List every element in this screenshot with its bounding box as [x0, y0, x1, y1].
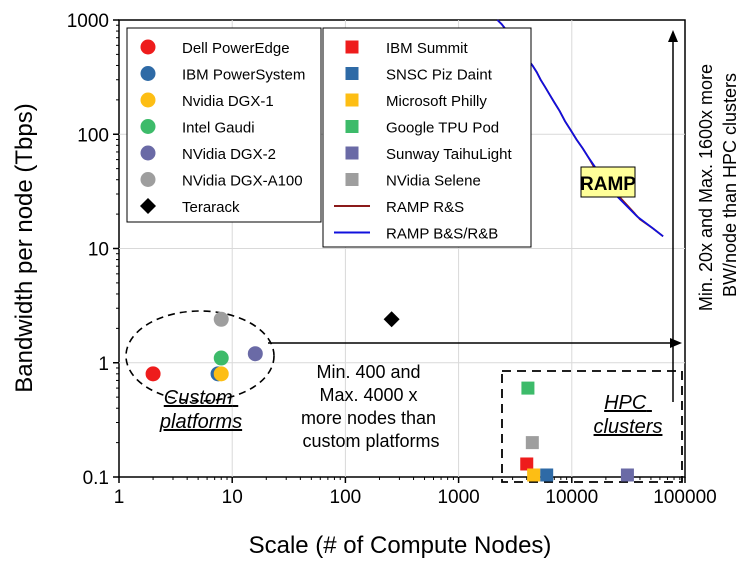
bw-note-line-2: BW/node than HPC clusters	[720, 73, 740, 297]
x-tick-label: 100	[330, 487, 362, 508]
legend-item-ramp-b-s-r-b: RAMP B&S/R&B	[334, 226, 498, 243]
nodes-note-line-2: Max. 4000 x	[319, 385, 417, 405]
point-google-tpu-pod	[521, 381, 535, 395]
hpc-clusters-box	[501, 370, 683, 483]
legend-swatch-nvidia-dgx-1	[140, 92, 156, 108]
y-tick-label: 100	[77, 125, 109, 146]
custom-line-2: platforms	[159, 411, 242, 433]
legend-label-google-tpu-pod: Google TPU Pod	[386, 120, 499, 137]
legend-item-nvidia-dgx-1: Nvidia DGX-1	[140, 92, 274, 110]
x-tick-label: 100000	[653, 487, 716, 508]
legend-label-nvidia-selene: NVidia Selene	[386, 173, 481, 190]
legend-item-dell-poweredge: Dell PowerEdge	[140, 39, 290, 57]
bw-note: Min. 20x and Max. 1600x more BW/node tha…	[696, 59, 740, 311]
point-nvidia-dgx-a100	[213, 311, 229, 327]
legend-swatch-ibm-powersystem	[140, 66, 156, 81]
legend-item-snsc-piz-daint: SNSC Piz Daint	[345, 67, 493, 84]
nodes-note: Min. 400 and Max. 4000 x more nodes than…	[301, 362, 441, 451]
point-intel-gaudi	[213, 350, 229, 366]
point-terarack	[383, 311, 400, 328]
legend-swatch-nvidia-dgx-a100	[140, 172, 156, 187]
custom-platforms-text: Custom platforms	[159, 387, 242, 433]
y-tick-label: 1000	[67, 11, 109, 32]
hpc-line-1: HPC	[604, 392, 647, 414]
legend-left-box	[126, 27, 322, 223]
legend-label-snsc-piz-daint: SNSC Piz Daint	[386, 67, 493, 84]
point-snsc-piz-daint	[540, 468, 554, 482]
legend-label-ramp-b-s-r-b: RAMP B&S/R&B	[386, 226, 498, 243]
x-axis-label: Scale (# of Compute Nodes)	[249, 532, 552, 559]
x-tick-label: 10000	[545, 487, 598, 508]
point-dell-poweredge	[145, 366, 161, 382]
legend-swatch-intel-gaudi	[140, 119, 156, 134]
custom-platforms-ellipse	[125, 310, 275, 402]
legend-label-nvidia-dgx-1: Nvidia DGX-1	[182, 93, 274, 110]
series-points	[145, 311, 634, 482]
custom-line-1: Custom	[164, 387, 233, 409]
legend-item-nvidia-selene: NVidia Selene	[345, 173, 481, 190]
legend-swatch-nvidia-selene	[345, 173, 359, 186]
legend-label-dell-poweredge: Dell PowerEdge	[182, 40, 290, 57]
x-tick-label: 1000	[437, 487, 479, 508]
hpc-clusters-text: HPC clusters	[594, 392, 663, 438]
legend-label-nvidia-dgx-2: NVidia DGX-2	[182, 146, 276, 163]
legend-item-nvidia-dgx-a100: NVidia DGX-A100	[140, 172, 303, 190]
point-sunway-taihulight	[620, 468, 634, 482]
legend-swatch-dell-poweredge	[140, 39, 156, 55]
legend-item-terarack: Terarack	[140, 198, 240, 216]
axis-ticks	[113, 19, 686, 483]
legend-swatch-microsoft-philly	[345, 93, 359, 107]
legend-item-google-tpu-pod: Google TPU Pod	[345, 120, 499, 137]
y-tick-label: 0.1	[83, 468, 109, 489]
bw-note-line-1: Min. 20x and Max. 1600x more	[696, 64, 716, 311]
legend-item-ibm-powersystem: IBM PowerSystem	[140, 66, 305, 84]
vertical-arrow-head	[668, 30, 678, 42]
legend-label-ibm-summit: IBM Summit	[386, 40, 469, 57]
legend-label-nvidia-dgx-a100: NVidia DGX-A100	[182, 173, 303, 190]
y-tick-label: 1	[98, 354, 109, 375]
nodes-note-line-1: Min. 400 and	[316, 362, 420, 382]
legend-swatch-google-tpu-pod	[345, 120, 359, 133]
point-microsoft-philly	[527, 468, 541, 482]
x-tick-label: 1	[114, 487, 125, 508]
nodes-note-line-3: more nodes than	[301, 408, 436, 428]
legend-label-microsoft-philly: Microsoft Philly	[386, 93, 487, 110]
nodes-note-line-4: custom platforms	[302, 431, 439, 451]
point-nvidia-selene	[525, 436, 539, 450]
legend-item-microsoft-philly: Microsoft Philly	[345, 93, 487, 110]
point-nvidia-dgx-1	[213, 366, 229, 382]
point-ibm-summit	[520, 457, 534, 471]
legend-item-sunway-taihulight: Sunway TaihuLight	[345, 146, 512, 163]
legend-label-terarack: Terarack	[182, 199, 240, 216]
y-tick-label: 10	[88, 240, 109, 261]
legend-right-box	[322, 27, 532, 248]
y-axis-label: Bandwidth per node (Tbps)	[11, 103, 38, 393]
hpc-line-2: clusters	[594, 416, 663, 438]
ramp-label: RAMP	[580, 174, 636, 195]
legend-swatch-ibm-summit	[345, 40, 359, 54]
legend-swatch-terarack	[140, 198, 156, 214]
legend-item-ramp-r-s: RAMP R&S	[334, 199, 464, 216]
ramp-label-box	[580, 166, 636, 198]
legend-item-intel-gaudi: Intel Gaudi	[140, 119, 255, 137]
legend-item-ibm-summit: IBM Summit	[345, 40, 469, 57]
point-nvidia-dgx-2	[247, 346, 263, 362]
legend-label-intel-gaudi: Intel Gaudi	[182, 120, 255, 137]
legend-swatch-snsc-piz-daint	[345, 67, 359, 80]
legend-swatch-nvidia-dgx-2	[140, 145, 156, 161]
legend-label-ibm-powersystem: IBM PowerSystem	[182, 67, 305, 84]
legend-label-ramp-r-s: RAMP R&S	[386, 199, 464, 216]
legend-label-sunway-taihulight: Sunway TaihuLight	[386, 146, 512, 163]
legend-item-nvidia-dgx-2: NVidia DGX-2	[140, 145, 276, 163]
x-tick-label: 10	[222, 487, 243, 508]
legend-swatch-sunway-taihulight	[345, 146, 359, 160]
